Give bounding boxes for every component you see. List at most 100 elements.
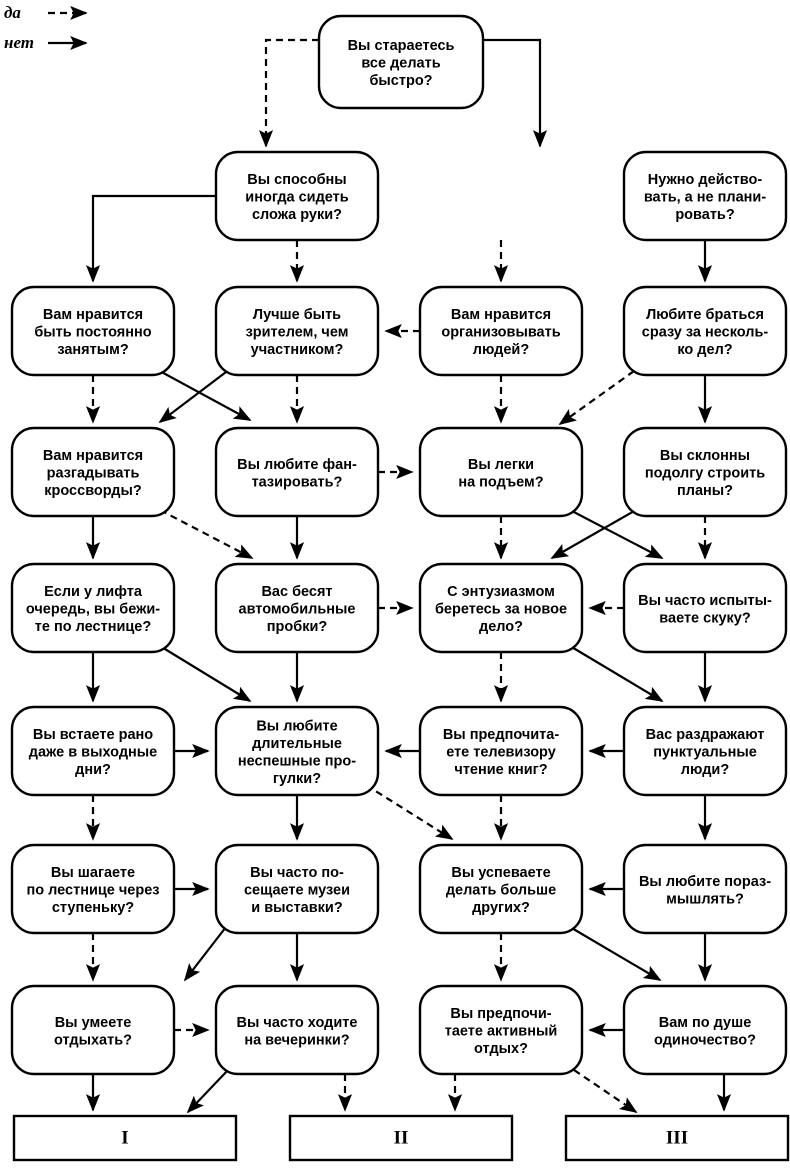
question-node-box[interactable] (214, 843, 380, 935)
question-node[interactable]: Нужно действо-вать, а не плани-ровать? (622, 150, 788, 242)
question-node-box[interactable] (214, 705, 380, 797)
question-node-box[interactable] (10, 984, 176, 1076)
legend-yes-label: да (4, 3, 21, 22)
result-node[interactable]: III (564, 1114, 790, 1162)
question-node-box[interactable] (214, 426, 380, 518)
question-node-box[interactable] (622, 705, 788, 797)
edge-n1-to-n3 (85, 194, 216, 283)
edge-n3-to-n8 (155, 368, 252, 421)
question-node-box[interactable] (418, 562, 584, 654)
edge-n11-to-n16 (159, 645, 252, 702)
edge-n25-to-r3 (573, 1069, 638, 1113)
question-node-box[interactable] (418, 984, 584, 1076)
result-node-label: III (666, 1128, 688, 1149)
question-node-box[interactable] (418, 843, 584, 935)
edge-n6-to-n9 (558, 370, 635, 426)
question-node[interactable]: Вы любите фан-тазировать? (214, 426, 380, 518)
legend-no-label: нет (4, 33, 34, 52)
legend-group: да нет (4, 3, 88, 52)
edge-n24-to-r1 (186, 1069, 229, 1114)
result-node[interactable]: II (288, 1114, 514, 1162)
question-node-box[interactable] (622, 150, 788, 242)
question-node-box[interactable] (10, 285, 176, 377)
question-node-box[interactable] (317, 14, 485, 110)
result-node-label: I (121, 1128, 128, 1149)
edge-n9-to-n14 (569, 509, 664, 559)
question-node-label: Вы любите фан-тазировать? (237, 457, 357, 491)
question-node-box[interactable] (622, 984, 788, 1076)
question-node-box[interactable] (214, 150, 380, 242)
question-node-box[interactable] (10, 426, 176, 518)
edge-n7-to-n12 (159, 509, 254, 559)
edge-n16-to-n21 (365, 784, 454, 840)
result-node[interactable]: I (12, 1114, 238, 1162)
edge-n21-to-n26 (569, 926, 662, 981)
question-node-box[interactable] (10, 562, 176, 654)
edge-n4-to-n7 (158, 368, 231, 424)
edge-n13-to-n18 (569, 645, 664, 702)
question-node-box[interactable] (214, 562, 380, 654)
result-node-box[interactable] (564, 1114, 790, 1162)
question-node-label: Вы часто испыты-ваете скуку? (638, 593, 772, 627)
question-node-box[interactable] (418, 285, 584, 377)
result-node-box[interactable] (12, 1114, 238, 1162)
question-node[interactable]: Вы часто испыты-ваете скуку? (622, 562, 788, 654)
edge-n0-to-n2 (483, 38, 548, 148)
question-node-box[interactable] (214, 984, 380, 1076)
question-node-box[interactable] (418, 705, 584, 797)
question-node-box[interactable] (622, 562, 788, 654)
edge-n10-to-n13 (550, 509, 637, 559)
question-node-box[interactable] (10, 705, 176, 797)
question-node-box[interactable] (622, 285, 788, 377)
result-node-box[interactable] (288, 1114, 514, 1162)
question-node[interactable]: Вы любите пораз-мышлять? (622, 843, 788, 935)
question-node-box[interactable] (622, 426, 788, 518)
edge-layer (85, 38, 786, 1114)
question-node-box[interactable] (622, 843, 788, 935)
question-node-box[interactable] (418, 426, 584, 518)
question-node-box[interactable] (10, 843, 176, 935)
question-node-label: Нужно действо-вать, а не плани-ровать? (644, 172, 767, 223)
question-node-box[interactable] (214, 285, 380, 377)
